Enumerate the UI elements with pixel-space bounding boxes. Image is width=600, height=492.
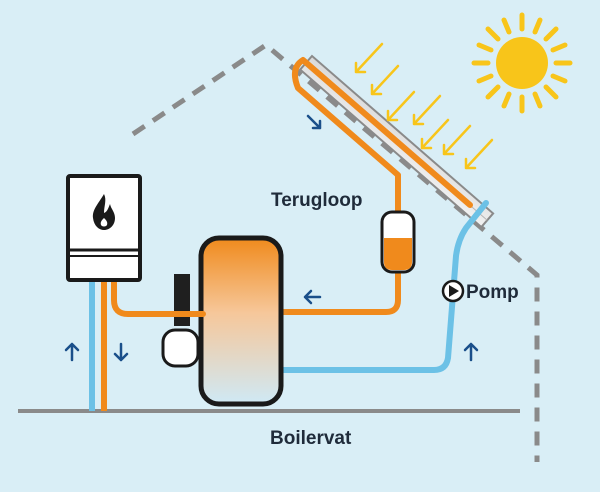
sun-icon [471,12,573,114]
label-boilervat: Boilervat [270,428,352,449]
roof-outline [131,41,540,462]
flame-icon [92,194,115,230]
boiler-supply-pipe [111,277,206,317]
play-icon [441,279,465,303]
expansion-vessel-return [380,210,416,274]
collector-hot-pipe [291,57,473,217]
label-terugloop: Terugloop [271,190,363,211]
expansion-vessel-tank [161,274,200,368]
arrow-diag-icon [306,114,322,130]
arrow-left-icon [303,289,322,305]
return-hot-pipe [279,267,401,315]
cold-return-pipe [267,200,489,373]
arrow-up-icon [64,342,479,362]
arrow-down-icon [113,342,129,362]
sun-ray-arrows [354,42,494,170]
label-pomp: Pomp [466,282,519,303]
boiler-tank [198,235,284,407]
